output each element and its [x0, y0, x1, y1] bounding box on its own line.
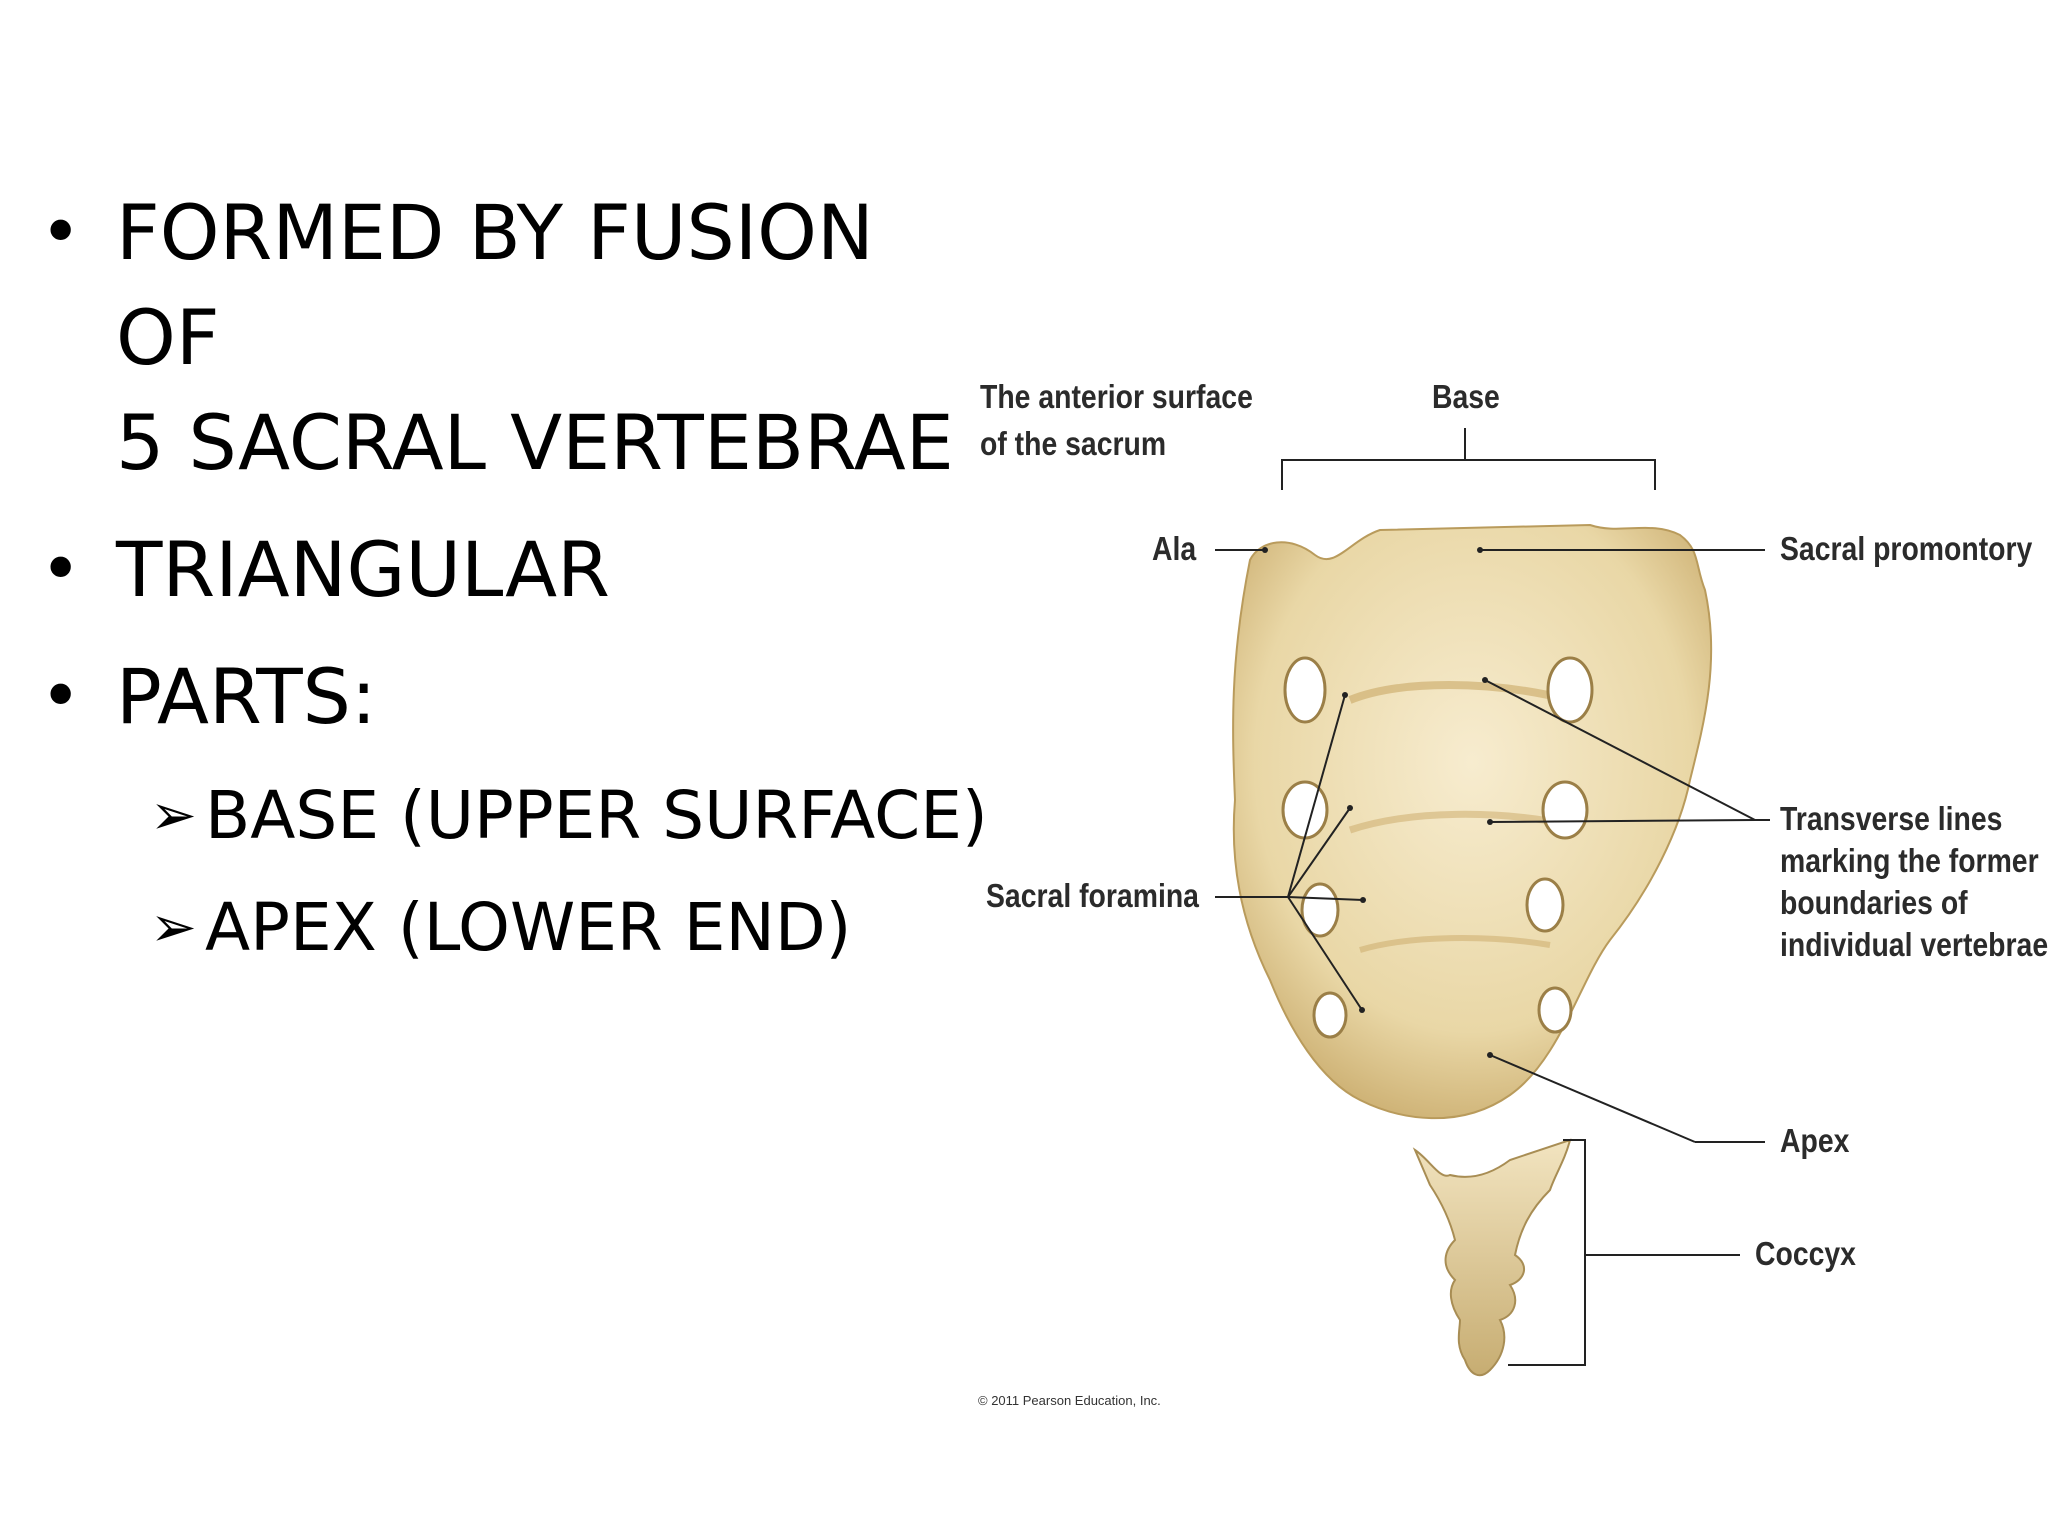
bullet-item: • FORMED BY FUSION OF 5 SACRAL VERTEBRAE [40, 180, 1000, 495]
bullet-icon: • [40, 655, 82, 737]
bullet-list: • FORMED BY FUSION OF 5 SACRAL VERTEBRAE… [40, 180, 1000, 995]
coccyx-bone-shape [1412, 1138, 1572, 1377]
foramen-shape [1283, 656, 1327, 724]
bullet-icon: • [40, 191, 82, 273]
label-transverse-lines-2: marking the former [1780, 842, 2039, 879]
bullet-text: FORMED BY FUSION OF [116, 188, 874, 382]
bullet-text: TRIANGULAR [116, 525, 610, 614]
foramen-shape [1537, 986, 1573, 1034]
sacrum-diagram: The anterior surface of the sacrum Base … [960, 360, 2048, 1420]
bullet-item: • TRIANGULAR [40, 517, 1000, 622]
sub-bullet-item: ➢ APEX (LOWER END) [40, 883, 1000, 973]
sub-bullet-item: ➢ BASE (UPPER SURFACE) [40, 771, 1000, 861]
label-sacral-foramina: Sacral foramina [986, 877, 1199, 914]
sub-bullet-text: BASE (UPPER SURFACE) [205, 777, 988, 854]
label-sacral-promontory: Sacral promontory [1780, 530, 2033, 567]
label-ala: Ala [1152, 530, 1197, 567]
foramen-shape [1541, 780, 1589, 840]
foramen-shape [1546, 656, 1594, 724]
label-transverse-lines-3: boundaries of [1780, 884, 1968, 921]
label-coccyx: Coccyx [1755, 1235, 1856, 1272]
bullet-text-continued: 5 SACRAL VERTEBRAE [116, 398, 954, 487]
foramen-shape [1281, 780, 1329, 840]
sacrum-bone-shape [1232, 523, 1713, 1120]
label-base: Base [1432, 378, 1500, 415]
copyright-notice: © 2011 Pearson Education, Inc. [978, 1393, 1161, 1408]
figure-title-line2: of the sacrum [980, 425, 1167, 462]
bullet-text: PARTS: [116, 652, 377, 741]
figure-title: The anterior surface [980, 378, 1253, 415]
foramen-shape [1525, 877, 1565, 933]
arrow-bullet-icon: ➢ [150, 895, 197, 960]
label-apex: Apex [1780, 1122, 1850, 1159]
label-transverse-lines: Transverse lines [1780, 800, 2003, 837]
bullet-item: • PARTS: [40, 644, 1000, 749]
sub-bullet-text: APEX (LOWER END) [205, 889, 852, 966]
foramen-shape [1312, 991, 1348, 1039]
arrow-bullet-icon: ➢ [150, 783, 197, 848]
bullet-icon: • [40, 528, 82, 610]
label-transverse-lines-4: individual vertebrae [1780, 926, 2048, 963]
sacrum-illustration [1215, 428, 1770, 1377]
